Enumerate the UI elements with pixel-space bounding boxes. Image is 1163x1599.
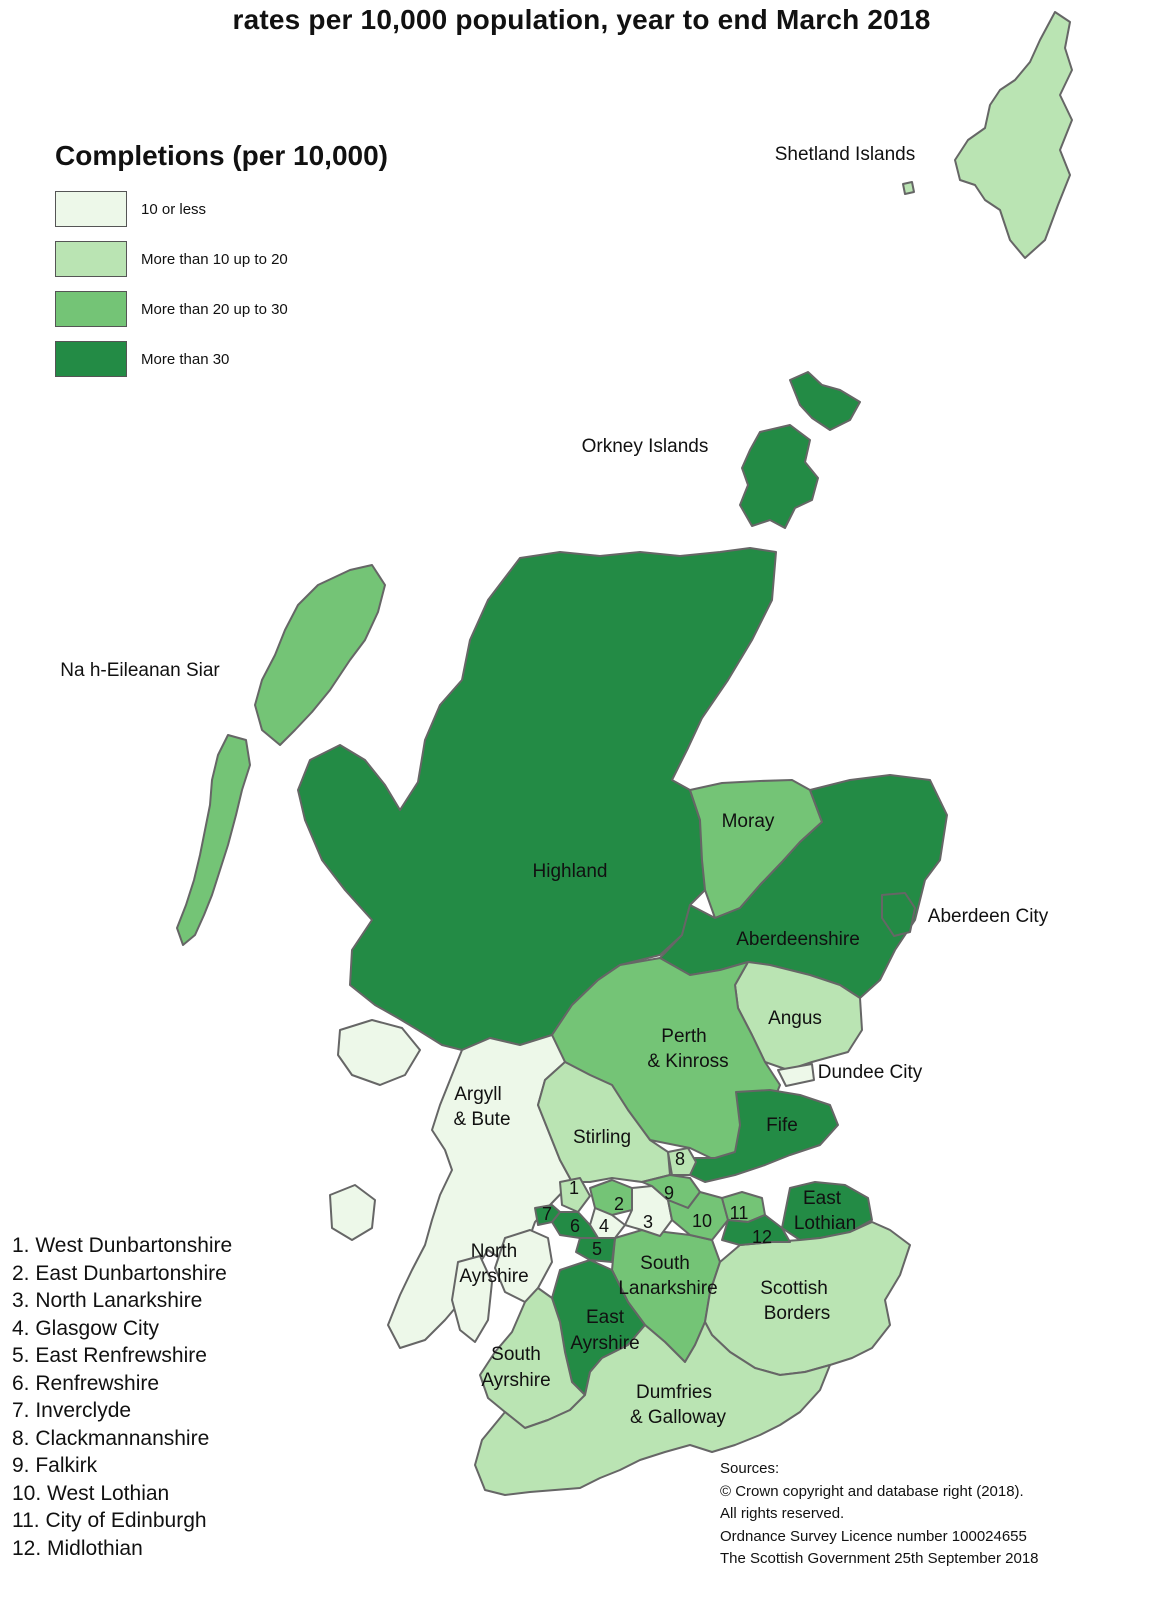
key-item: 4. Glasgow City bbox=[12, 1316, 160, 1340]
region-orkney-islands-north[interactable]: Orkney Islands bbox=[789, 371, 861, 431]
region-label: Scottish bbox=[760, 1278, 828, 1299]
legend-swatch bbox=[55, 191, 127, 227]
region-label: Shetland Islands bbox=[775, 144, 916, 165]
legend-item: More than 20 up to 30 bbox=[55, 284, 388, 334]
region-number-label: 9 bbox=[664, 1183, 674, 1203]
key-item: 2. East Dunbartonshire bbox=[12, 1261, 227, 1285]
region-inverclyde[interactable]: Inverclyde bbox=[534, 1204, 561, 1226]
sources-line: Ordnance Survey Licence number 100024655 bbox=[720, 1527, 1027, 1545]
region-argyll-bute-islay[interactable]: Argyll & Bute bbox=[329, 1184, 376, 1241]
legend-label: More than 10 up to 20 bbox=[141, 250, 288, 268]
region-dundee-city[interactable]: Dundee City bbox=[777, 1063, 815, 1087]
legend-label: More than 20 up to 30 bbox=[141, 300, 288, 318]
region-label: Aberdeen City bbox=[928, 906, 1049, 927]
region-label: East bbox=[803, 1188, 842, 1209]
region-label: Lanarkshire bbox=[618, 1278, 717, 1299]
region-label: Na h-Eileanan Siar bbox=[60, 660, 220, 681]
region-clackmannanshire[interactable]: Clackmannanshire bbox=[667, 1147, 697, 1176]
key-item: 5. East Renfrewshire bbox=[12, 1344, 207, 1367]
region-na-h-eileanan-siar-south[interactable]: Na h-Eileanan Siar bbox=[176, 734, 251, 946]
key-item: 3. North Lanarkshire bbox=[12, 1289, 203, 1312]
region-label: Borders bbox=[764, 1303, 831, 1324]
key-item: 7. Inverclyde bbox=[12, 1399, 132, 1422]
region-number-label: 6 bbox=[570, 1216, 580, 1236]
region-label: Ayrshire bbox=[481, 1370, 550, 1391]
region-shetland-islands-isle[interactable]: Shetland Islands bbox=[902, 181, 915, 195]
region-west-dunbartonshire[interactable]: West Dunbartonshire bbox=[559, 1177, 591, 1213]
region-number-label: 10 bbox=[692, 1211, 712, 1231]
legend-swatch bbox=[55, 241, 127, 277]
region-number-label: 2 bbox=[614, 1194, 624, 1214]
region-label: & Galloway bbox=[630, 1407, 727, 1428]
region-label: Fife bbox=[766, 1115, 798, 1136]
sources-line: Sources: bbox=[720, 1460, 780, 1477]
region-label: Perth bbox=[661, 1026, 706, 1047]
region-number-label: 11 bbox=[730, 1203, 749, 1223]
region-label: Ayrshire bbox=[459, 1266, 528, 1287]
region-label: Aberdeenshire bbox=[736, 929, 860, 950]
key-item: 9. Falkirk bbox=[12, 1454, 98, 1477]
area-number-key: 1. West Dunbartonshire 2. East Dunbarton… bbox=[12, 1232, 232, 1562]
region-label: Angus bbox=[768, 1008, 822, 1029]
sources-line: The Scottish Government 25th September 2… bbox=[720, 1550, 1039, 1567]
key-item: 11. City of Edinburgh bbox=[12, 1509, 207, 1532]
region-argyll-bute-mull[interactable]: Argyll & Bute bbox=[337, 1019, 421, 1086]
key-item: 1. West Dunbartonshire bbox=[12, 1234, 233, 1257]
region-label: Ayrshire bbox=[570, 1333, 639, 1354]
key-item: 12. Midlothian bbox=[12, 1536, 143, 1560]
region-label: South bbox=[640, 1253, 690, 1274]
region-label: Lothian bbox=[794, 1213, 856, 1234]
key-item: 10. West Lothian bbox=[12, 1481, 170, 1505]
region-number-label: 7 bbox=[542, 1204, 552, 1224]
region-label: Dundee City bbox=[818, 1062, 923, 1083]
region-dumfries-galloway[interactable]: Dumfries & Galloway bbox=[474, 1321, 831, 1496]
region-number-label: 5 bbox=[592, 1239, 602, 1259]
region-label: Moray bbox=[722, 811, 775, 832]
legend-item: More than 30 bbox=[55, 334, 388, 384]
region-label: South bbox=[491, 1344, 541, 1365]
region-number-label: 12 bbox=[752, 1227, 772, 1247]
region-label: & Kinross bbox=[647, 1051, 728, 1072]
legend: Completions (per 10,000) 10 or less More… bbox=[55, 140, 388, 384]
region-label: East bbox=[586, 1307, 625, 1328]
region-label: & Bute bbox=[453, 1109, 510, 1130]
region-na-h-eileanan-siar[interactable]: Na h-Eileanan Siar bbox=[254, 564, 386, 746]
region-renfrewshire[interactable]: Renfrewshire bbox=[551, 1211, 599, 1239]
region-number-label: 3 bbox=[643, 1212, 653, 1232]
legend-title: Completions (per 10,000) bbox=[55, 140, 388, 171]
region-number-label: 8 bbox=[675, 1149, 685, 1169]
sources-line: All rights reserved. bbox=[720, 1505, 845, 1522]
region-aberdeen-city[interactable]: Aberdeen City bbox=[881, 892, 916, 937]
sources-note: Sources: © Crown copyright and database … bbox=[720, 1458, 1039, 1571]
region-north-ayrshire-arran[interactable]: North Ayrshire bbox=[451, 1255, 493, 1343]
legend-item: 10 or less bbox=[55, 184, 388, 234]
key-item: 6. Renfrewshire bbox=[12, 1371, 160, 1395]
region-shetland-islands[interactable]: Shetland Islands bbox=[954, 11, 1073, 259]
legend-label: 10 or less bbox=[141, 200, 207, 218]
region-orkney-islands[interactable]: Orkney Islands bbox=[739, 424, 819, 529]
legend-label: More than 30 bbox=[141, 350, 230, 368]
legend-swatch bbox=[55, 341, 127, 377]
key-item: 8. Clackmannanshire bbox=[12, 1426, 210, 1450]
region-label: Argyll bbox=[454, 1084, 502, 1105]
region-label: Orkney Islands bbox=[582, 436, 709, 457]
region-fife[interactable]: Fife bbox=[689, 1089, 839, 1183]
region-number-label: 4 bbox=[599, 1216, 609, 1236]
sources-line: © Crown copyright and database right (20… bbox=[720, 1482, 1024, 1500]
region-label: North bbox=[471, 1241, 517, 1262]
map-title: rates per 10,000 population, year to end… bbox=[232, 4, 931, 35]
region-label: Highland bbox=[533, 861, 608, 882]
region-label: Stirling bbox=[573, 1127, 631, 1148]
legend-swatch bbox=[55, 291, 127, 327]
region-midlothian[interactable]: Midlothian bbox=[721, 1214, 791, 1246]
region-label: Dumfries bbox=[636, 1382, 712, 1403]
region-number-label: 1 bbox=[569, 1178, 579, 1198]
legend-item: More than 10 up to 20 bbox=[55, 234, 388, 284]
